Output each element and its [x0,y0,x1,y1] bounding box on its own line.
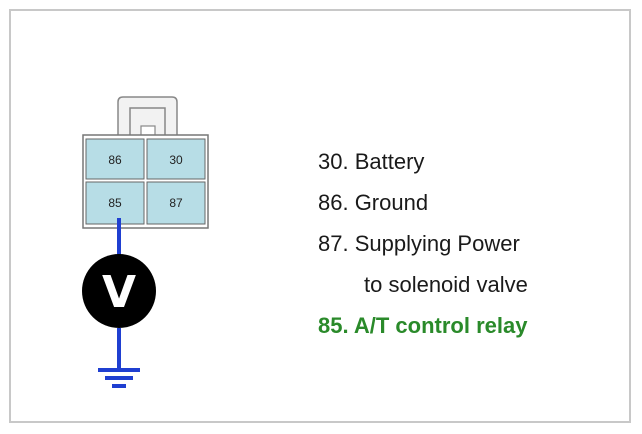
legend-battery: 30. Battery [318,149,425,174]
pin-87: 87 [146,181,206,225]
ground-icon [98,368,140,388]
legend-supplying-power: 87. Supplying Power [318,231,520,256]
pin-85: 85 [85,181,145,225]
legend-at-control-relay: 85. A/T control relay [318,313,528,338]
legend-solenoid-valve: to solenoid valve [364,272,528,297]
connector-latch [117,96,178,137]
pin-86-label: 86 [108,153,122,167]
pin-85-label: 85 [108,196,122,210]
voltmeter-symbol: V [102,267,136,318]
pin-86: 86 [85,138,145,180]
pin-30: 30 [146,138,206,180]
legend-ground: 86. Ground [318,190,429,215]
voltmeter-icon: V [82,254,156,328]
pin-legend: 30. Battery 86. Ground 87. Supplying Pow… [318,143,628,348]
pin-30-label: 30 [169,153,183,167]
pin-87-label: 87 [169,196,183,210]
